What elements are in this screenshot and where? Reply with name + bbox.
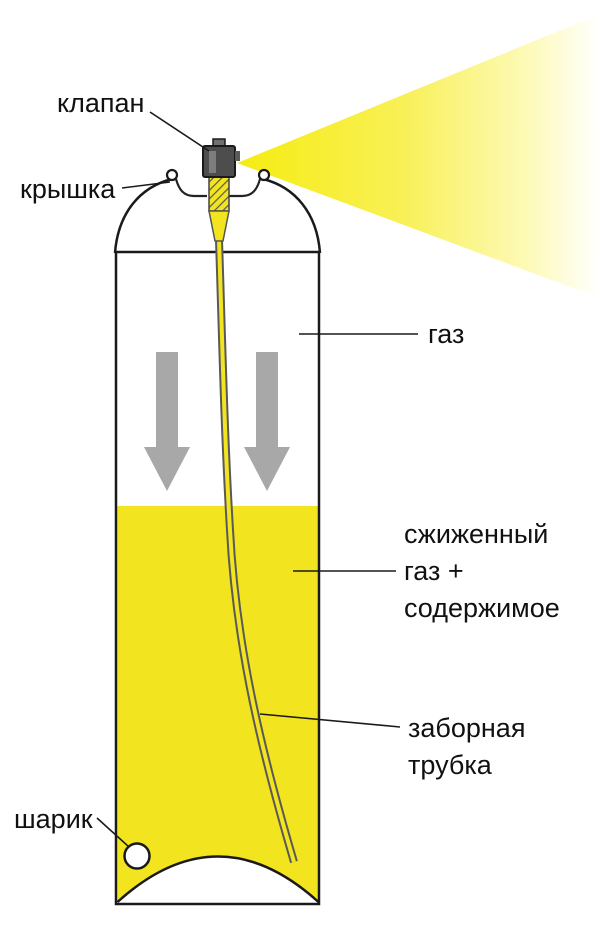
label-valve: клапан bbox=[57, 88, 144, 118]
mixing-ball bbox=[123, 842, 151, 870]
spray-cone bbox=[237, 14, 600, 298]
leader-line-ball bbox=[96, 817, 130, 848]
label-gas: газ bbox=[428, 319, 464, 349]
mounting-cup-left bbox=[174, 178, 207, 198]
label-liquefied-line3: содержимое bbox=[404, 593, 560, 623]
label-liquefied-line1: сжиженный bbox=[404, 519, 548, 549]
leader-line-cap bbox=[121, 181, 171, 189]
leader-line-valve bbox=[149, 111, 210, 152]
pressure-arrow-left bbox=[144, 352, 190, 491]
can-dome-right-arc bbox=[262, 177, 322, 254]
label-tube-line1: заборная bbox=[408, 713, 525, 743]
valve-nozzle bbox=[235, 151, 240, 161]
valve-body-highlight bbox=[209, 151, 216, 173]
pressure-arrow-right bbox=[244, 352, 290, 491]
label-ball: шарик bbox=[14, 804, 93, 834]
leader-line-tube bbox=[259, 713, 401, 728]
cup-crimp-right bbox=[257, 168, 271, 182]
valve-stem-taper bbox=[208, 210, 230, 242]
can-bottom-arc bbox=[116, 855, 320, 903]
liquefied-gas-fill bbox=[117, 506, 319, 902]
dip-tube-inner bbox=[217, 239, 296, 863]
mounting-cup-right bbox=[229, 178, 262, 198]
label-liquefied-line2: газ + bbox=[404, 556, 464, 586]
label-tube-line2: трубка bbox=[408, 750, 493, 780]
valve-stem bbox=[208, 176, 230, 212]
label-cap: крышка bbox=[20, 174, 116, 204]
cup-crimp-left bbox=[165, 168, 179, 182]
